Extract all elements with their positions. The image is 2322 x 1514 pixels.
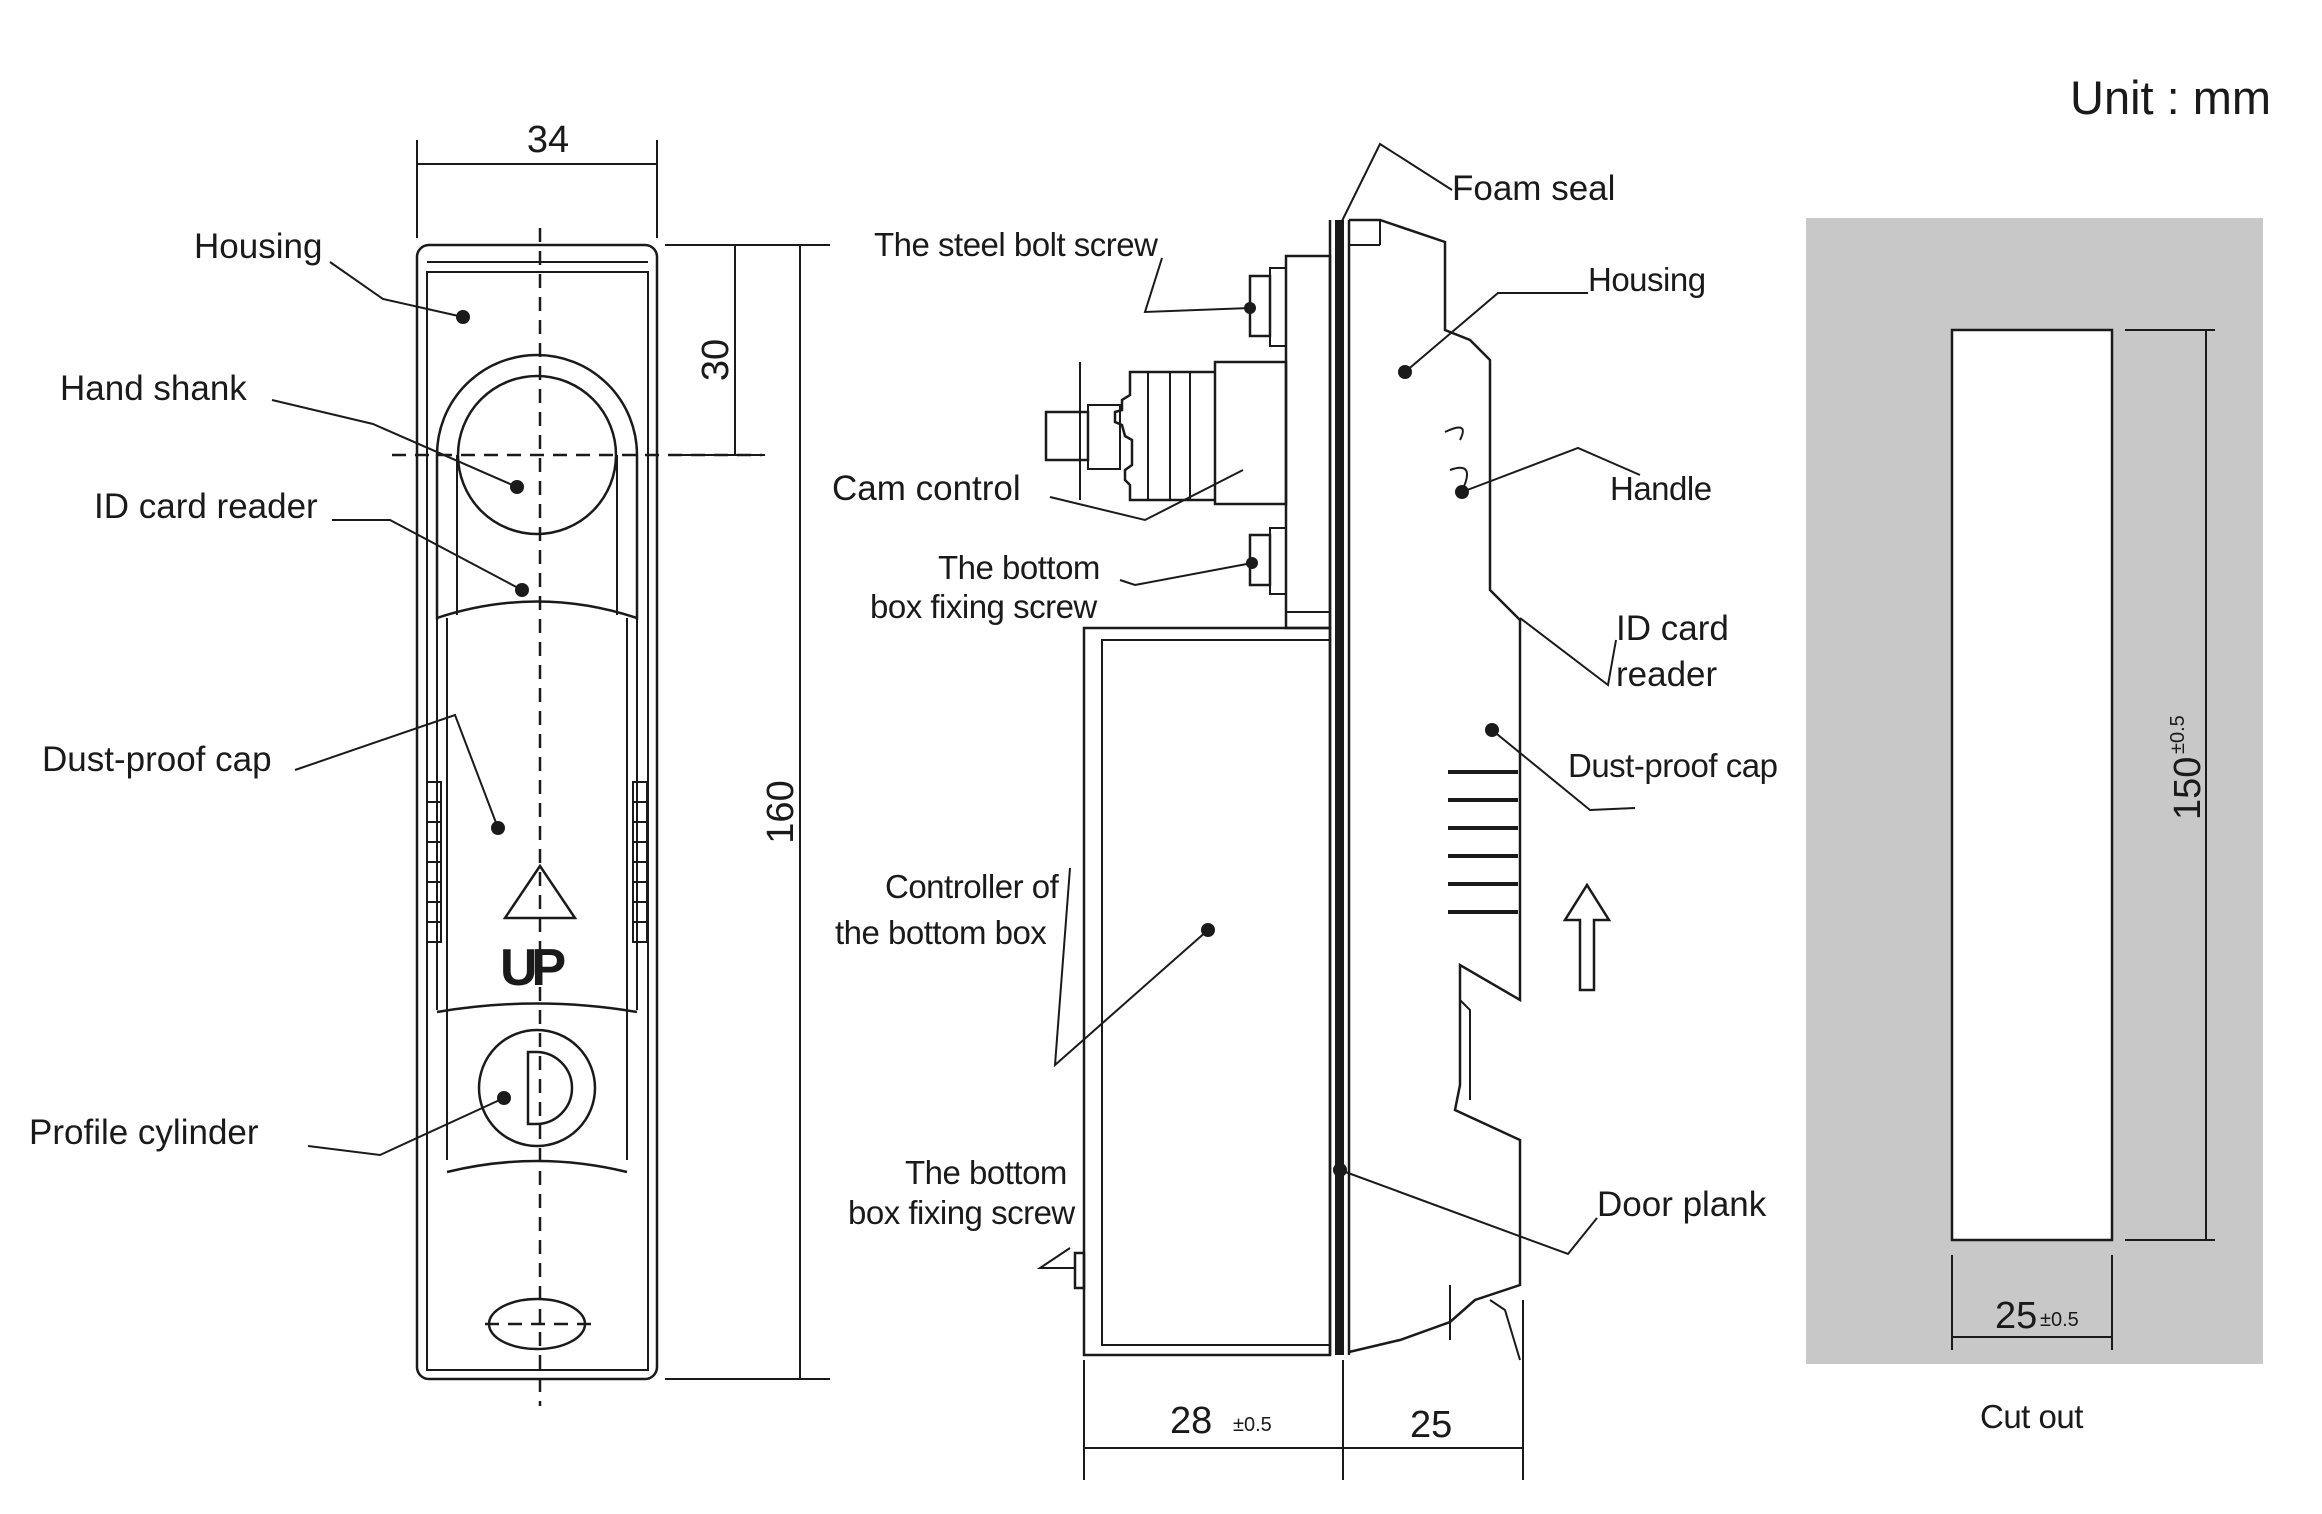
side-depth-dimension: 28 bbox=[1170, 1400, 1212, 1442]
label-handle: Handle bbox=[1610, 470, 1712, 507]
bottom-box-screw-head-bottom bbox=[1073, 1251, 1086, 1290]
label-hand-shank: Hand shank bbox=[60, 369, 247, 408]
side-view: 28 ±0.5 25 Foam seal The steel bolt scre… bbox=[832, 142, 1778, 1480]
label-id-card-reader-front: ID card reader bbox=[94, 487, 318, 526]
bottom-box-controller bbox=[1082, 626, 1332, 1357]
cutout-opening bbox=[1950, 328, 2114, 1242]
front-left-grip-ridges bbox=[426, 781, 442, 943]
cutout-width-tolerance: ±0.5 bbox=[2040, 1309, 2079, 1331]
cam-control-body bbox=[1213, 360, 1288, 506]
label-id-card-reader-side-line1: ID card bbox=[1616, 609, 1729, 648]
label-id-card-reader-side-line2: reader bbox=[1616, 655, 1718, 694]
side-front-dimension: 25 bbox=[1410, 1404, 1452, 1446]
label-bottom-box-screw-top-line1: The bottom bbox=[938, 549, 1100, 586]
front-right-grip-ridges bbox=[632, 781, 648, 943]
cutout-height-dimension: 150 bbox=[2167, 757, 2209, 820]
label-housing-front: Housing bbox=[194, 227, 322, 266]
label-dust-proof-cap-front: Dust-proof cap bbox=[42, 740, 272, 779]
steel-bolt-plate bbox=[1284, 254, 1332, 630]
label-steel-bolt-screw: The steel bolt screw bbox=[874, 226, 1158, 263]
side-up-arrow-icon bbox=[1562, 882, 1612, 992]
front-view: UP 34 30 160 Housing Hand shank ID card … bbox=[29, 119, 830, 1406]
cutout-view: 150 ±0.5 25 ±0.5 Cut out bbox=[1806, 218, 2263, 1435]
label-cam-control: Cam control bbox=[832, 469, 1021, 508]
label-bottom-box-screw-bottom-line1: The bottom bbox=[905, 1154, 1067, 1191]
front-width-dimension: 34 bbox=[527, 119, 569, 161]
hand-shank-outline bbox=[435, 353, 639, 620]
profile-cylinder-circle bbox=[477, 1028, 597, 1148]
label-foam-seal: Foam seal bbox=[1452, 169, 1615, 208]
profile-cylinder-keyway bbox=[526, 1050, 574, 1126]
cam-control-head bbox=[1113, 370, 1215, 502]
label-bottom-box-screw-bottom-line2: box fixing screw bbox=[848, 1194, 1075, 1231]
cutout-height-tolerance: ±0.5 bbox=[2167, 715, 2189, 754]
up-mark: UP bbox=[500, 939, 565, 997]
cutout-width-dimension: 25 bbox=[1995, 1295, 2037, 1337]
front-outer-body bbox=[415, 243, 659, 1381]
side-depth-tolerance: ±0.5 bbox=[1233, 1414, 1272, 1436]
side-grip-ridges bbox=[1448, 770, 1518, 914]
label-bottom-box-screw-top-line2: box fixing screw bbox=[870, 588, 1097, 625]
cutout-title: Cut out bbox=[1980, 1398, 2083, 1435]
label-controller-line1: Controller of bbox=[885, 868, 1060, 905]
side-housing-outline bbox=[1348, 218, 1522, 1354]
label-dust-proof-cap-side: Dust-proof cap bbox=[1568, 747, 1777, 784]
label-controller-line2: the bottom box bbox=[835, 914, 1047, 951]
cam-control-shaft bbox=[1044, 410, 1090, 462]
front-upper-dimension: 30 bbox=[695, 339, 737, 381]
dust-cap-top-edge bbox=[436, 600, 638, 620]
label-housing-side: Housing bbox=[1588, 261, 1706, 298]
door-plank bbox=[1335, 220, 1344, 1355]
unit-label: Unit : mm bbox=[2070, 71, 2271, 124]
label-profile-cylinder: Profile cylinder bbox=[29, 1113, 259, 1152]
front-height-dimension: 160 bbox=[760, 780, 802, 843]
label-door-plank: Door plank bbox=[1597, 1185, 1767, 1224]
